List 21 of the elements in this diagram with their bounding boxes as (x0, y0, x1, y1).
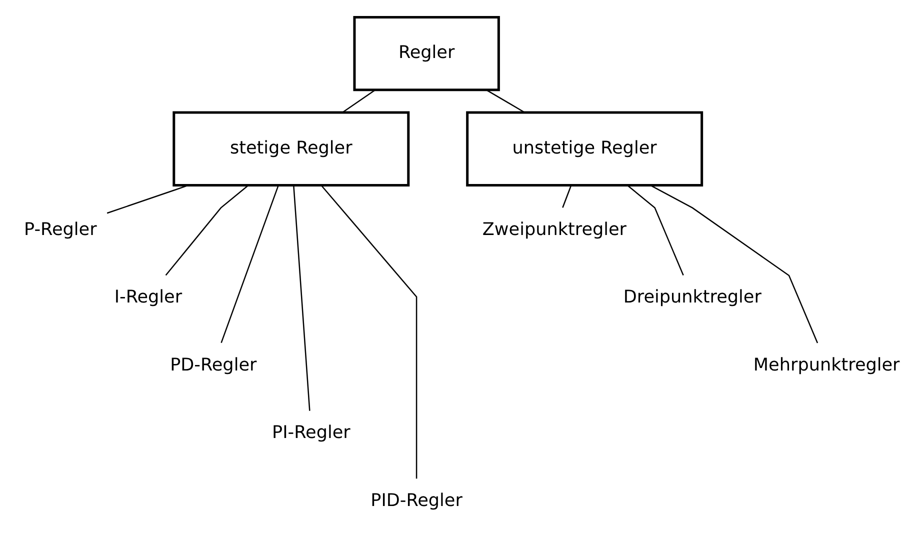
node-text: PID-Regler (370, 490, 462, 510)
connector (650, 184, 818, 343)
connector (106, 184, 188, 214)
connector (562, 184, 572, 208)
connector (486, 89, 524, 112)
connector (342, 89, 375, 112)
node-text: P-Regler (24, 220, 96, 240)
connector (320, 184, 417, 478)
node-box: Regler (352, 15, 500, 91)
connector (164, 184, 248, 276)
node-text: PD-Regler (170, 354, 256, 375)
connector (220, 184, 278, 343)
node-box: stetige Regler (172, 110, 410, 186)
connector (292, 184, 310, 410)
connector (626, 184, 684, 276)
node-text: Mehrpunktregler (752, 354, 900, 375)
node-text: PI-Regler (272, 422, 350, 443)
node-text: Zweipunktregler (482, 220, 626, 240)
node-box: unstetige Regler (466, 110, 703, 186)
node-text: Dreipunktregler (622, 287, 761, 308)
node-text: I-Regler (114, 287, 182, 308)
